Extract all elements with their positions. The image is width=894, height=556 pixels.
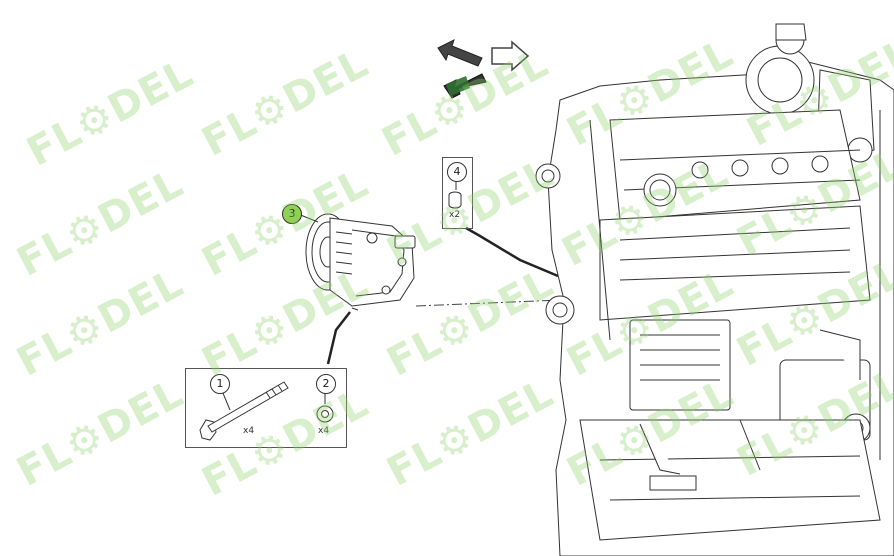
view-arrow-left-icon[interactable] [437,39,483,67]
callout-1[interactable]: 1 [210,374,230,394]
cap-box [442,157,473,229]
callout-2[interactable]: 2 [316,374,336,394]
quantity-label-1: x4 [243,426,255,436]
cap-drawing [448,191,462,209]
callout-3[interactable]: 3 [282,204,302,224]
view-arrow-right-icon[interactable] [491,40,530,72]
callout-4[interactable]: 4 [447,162,467,182]
bolt-washer-box [185,368,347,448]
bolt-drawing [199,381,289,441]
engine-drawing [535,23,894,556]
view-arrow-down-left-icon[interactable] [443,73,487,99]
washer-drawing [316,405,334,423]
quantity-label-4: x2 [449,210,461,220]
ac-compressor-drawing [305,213,416,307]
quantity-label-2: x4 [318,426,330,436]
